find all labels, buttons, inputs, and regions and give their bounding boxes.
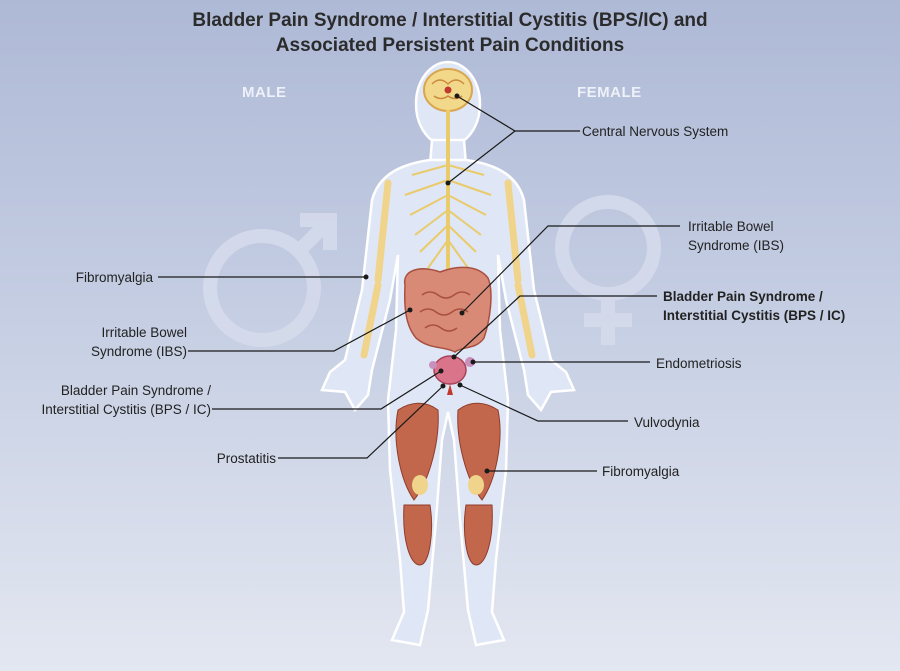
nervous-system-icon [404, 110, 492, 270]
label-bps-ic-female: Bladder Pain Syndrome / Interstitial Cys… [663, 289, 846, 323]
leader-dots [363, 93, 490, 474]
male-symbol-icon [203, 213, 337, 347]
title-line-2: Associated Persistent Pain Conditions [275, 35, 625, 56]
brain-icon [423, 68, 473, 112]
male-label: MALE [242, 84, 287, 101]
knee-bones-icon [412, 475, 484, 495]
label-fibromyalgia-female: Fibromyalgia [602, 464, 680, 479]
arm-bones-icon [360, 179, 536, 359]
label-fibromyalgia-male: Fibromyalgia [75, 270, 153, 285]
label-bps-ic-male: Bladder Pain Syndrome / Interstitial Cys… [41, 383, 211, 417]
label-ibs-female: Irritable Bowel Syndrome (IBS) [688, 219, 785, 253]
leg-muscles-icon [395, 402, 501, 566]
diagram-title: Bladder Pain Syndrome / Interstitial Cys… [0, 8, 900, 58]
bladder-icon [429, 355, 475, 395]
label-central-nervous-system: Central Nervous System [582, 124, 729, 139]
label-prostatitis: Prostatitis [216, 451, 276, 466]
label-endometriosis: Endometriosis [656, 356, 742, 371]
intestines-icon [403, 266, 492, 353]
label-vulvodynia: Vulvodynia [634, 415, 700, 430]
female-label: FEMALE [577, 84, 642, 101]
female-symbol-icon [555, 195, 661, 345]
label-ibs-male: Irritable Bowel Syndrome (IBS) [90, 325, 187, 359]
leader-lines [158, 95, 680, 472]
title-line-1: Bladder Pain Syndrome / Interstitial Cys… [192, 10, 708, 31]
